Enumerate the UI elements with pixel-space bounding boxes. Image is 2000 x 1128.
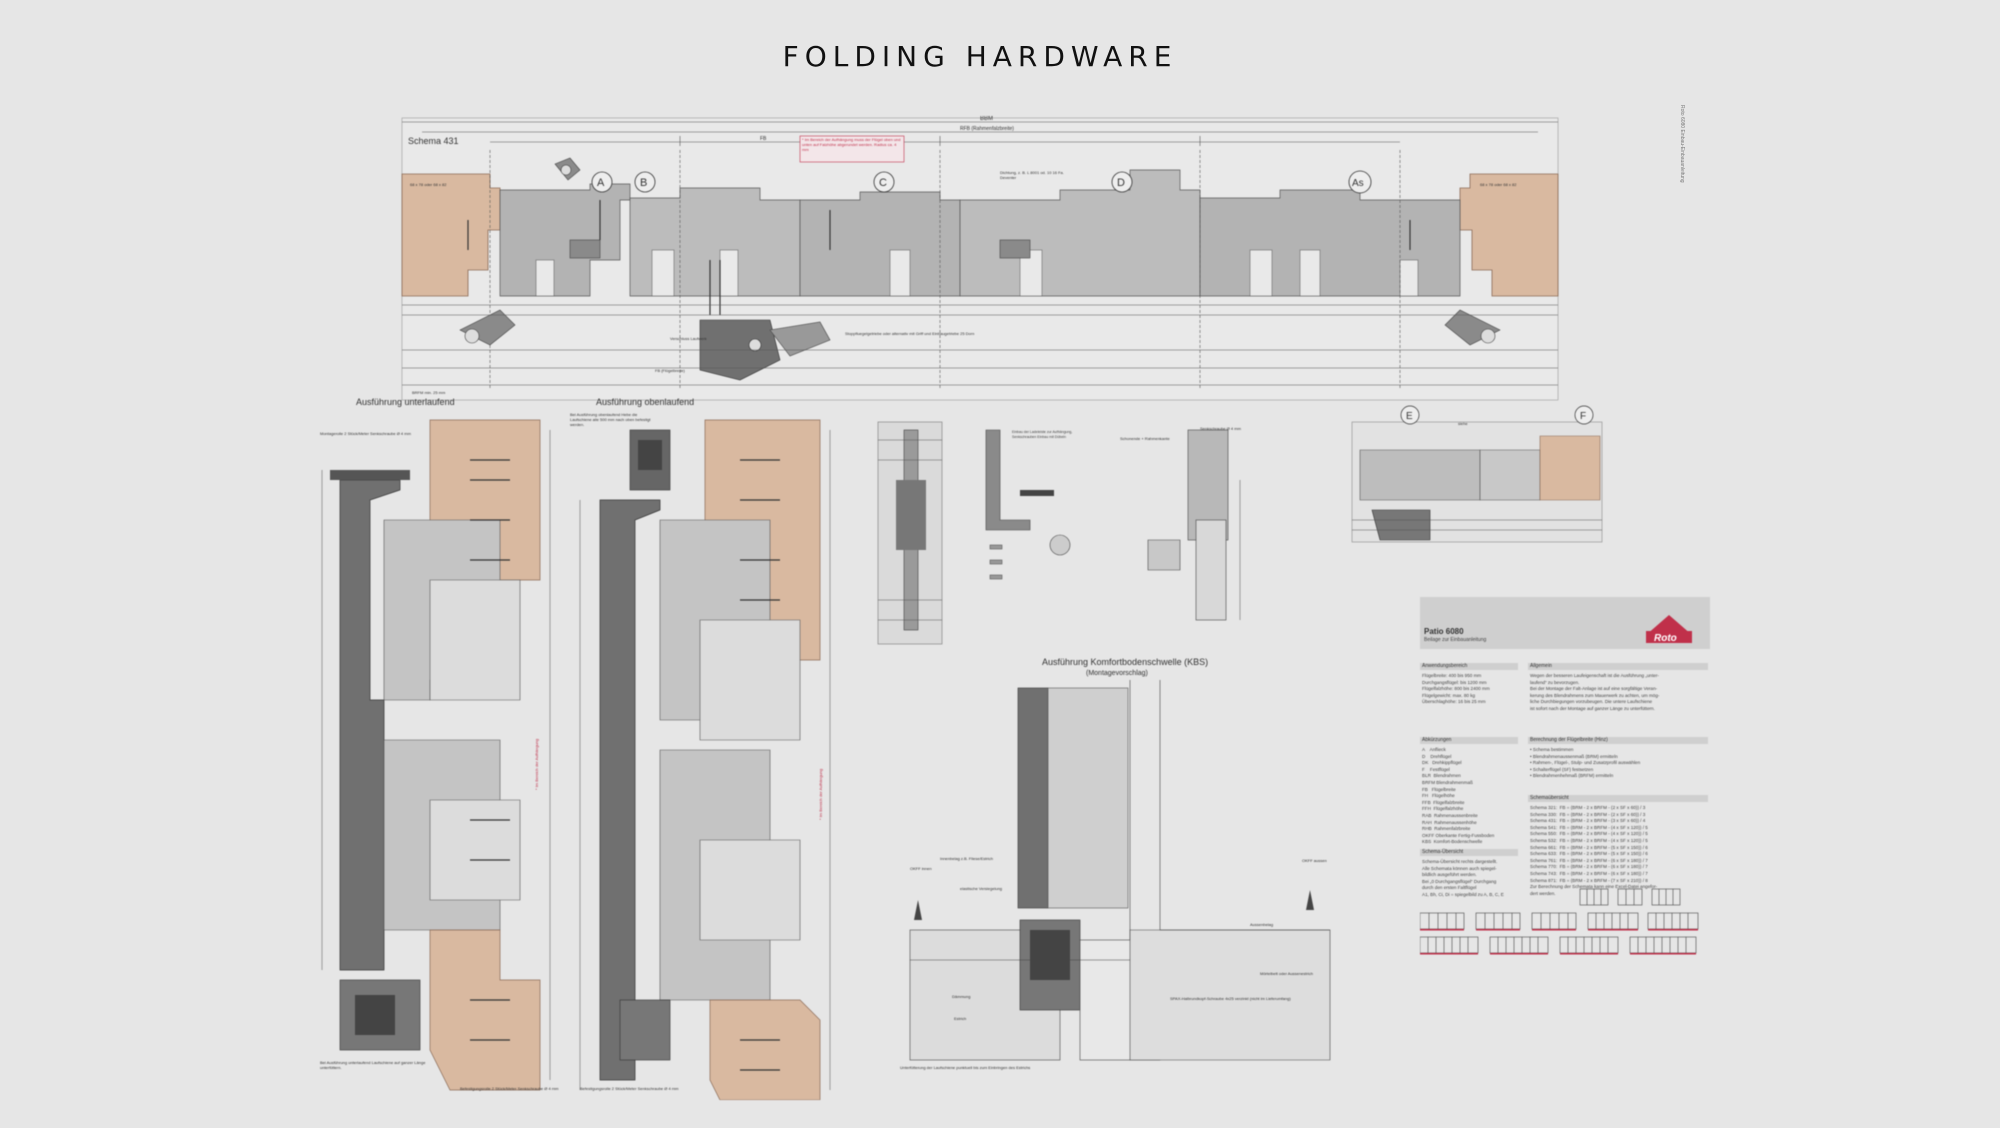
section-obenlaufend: Ausführung obenlaufend Bei Ausführung ob… — [570, 397, 831, 1100]
marker-b: B — [634, 171, 656, 193]
drawing-canvas: BBM RFB (Rahmenfalzbreite) FB Schema 431… — [320, 116, 1603, 1100]
daemmung-label: Dämmung — [952, 994, 970, 999]
verschluss-label: Verschluss Laufwerk — [670, 336, 707, 341]
detail-e-f: E F siehe — [1351, 405, 1603, 543]
schema-thumb-532 — [1531, 912, 1577, 930]
abkuerzungen-text: A Anflieck D Drehflügel DK Drehkippflüge… — [1422, 747, 1495, 845]
heading-obenlaufend: Ausführung obenlaufend — [596, 397, 694, 407]
schema-thumb-761 — [1420, 936, 1479, 954]
bbm-min-label: BRFM min. 25 mm — [412, 390, 446, 395]
montage-left-label: Montagerolle 2 Stück/Meter Senkschraube … — [320, 431, 412, 436]
section-schemauebersicht: Schemaübersicht — [1528, 795, 1708, 802]
schema-formulas: Schema 321: FB = (BRM - 2 x BRFM - (2 x … — [1530, 805, 1658, 896]
section-abkuerzungen: Abkürzungen — [1420, 737, 1518, 744]
section-anwendung: Anwendungsbereich — [1420, 663, 1518, 670]
schema-thumb-431 — [1651, 888, 1681, 906]
kbs-note: Unterfütterung der Laufschiene punktuell… — [900, 1065, 1031, 1070]
innenbelag-label: Innenbelag z.B. Fliese/Estrich — [940, 856, 993, 861]
schema-label: Schema 431 — [408, 136, 459, 146]
section-kbs: Ausführung Komfortbodenschwelle (KBS) (M… — [900, 657, 1331, 1070]
aussenbelag-label: Aussenbelag — [1250, 922, 1273, 927]
heading-kbs: Ausführung Komfortbodenschwelle (KBS) — [1042, 657, 1208, 667]
marker-a: A — [591, 171, 613, 193]
dim-rfb-label: RFB (Rahmenfalzbreite) — [960, 126, 1014, 132]
mineral-label: Mörtelbett oder Aussenestrich — [1260, 971, 1313, 976]
montage-right-label-a: Befestigungsrolle 2 Stück/Meter Senkschr… — [460, 1086, 559, 1091]
schema-thumbnails — [1420, 888, 1699, 955]
heading-kbs-sub: (Montagevorschlag) — [1086, 670, 1148, 677]
heading-unterlaufend: Ausführung unterlaufend — [356, 397, 455, 407]
page-title: FOLDING HARDWARE — [782, 40, 1178, 73]
section-schema-uebersicht: Schema-Übersicht — [1420, 849, 1518, 856]
svg-text:C: C — [879, 177, 887, 189]
svg-text:* Im Bereich der Aufhängung: * Im Bereich der Aufhängung — [534, 739, 539, 790]
legend-panel: Patio 6080 Beilage zur Einbauanleitung R… — [1420, 597, 1710, 957]
brand-header: Patio 6080 Beilage zur Einbauanleitung R… — [1420, 597, 1710, 649]
schonende-label: Schonende + Rahmenkante — [1120, 436, 1170, 441]
svg-text:D: D — [1117, 177, 1125, 189]
fb-fluegelbreite-label: FB (Flügelbreite) — [655, 368, 685, 373]
section-berechnung: Berechnung der Flügelbreite (Hinz) — [1528, 737, 1708, 744]
senkschraube-label: Senkschraube Ø 4 mm — [1200, 426, 1242, 431]
schema-thumb-871 — [1629, 936, 1697, 954]
svg-text:* Im Bereich der Aufhängung: * Im Bereich der Aufhängung — [818, 769, 823, 820]
svg-text:Roto: Roto — [1654, 633, 1677, 644]
svg-text:As: As — [1352, 178, 1364, 189]
schema-thumb-661 — [1587, 912, 1639, 930]
product-subtitle: Beilage zur Einbauanleitung — [1424, 637, 1487, 643]
section-allgemein: Allgemein — [1528, 663, 1708, 670]
section-markers: A B C D As — [591, 170, 1372, 194]
marker-d: D — [1111, 171, 1133, 193]
detail-frame-edge: Schonende + Rahmenkante Senkschraube Ø 4… — [1120, 426, 1242, 621]
product-name: Patio 6080 — [1424, 627, 1464, 636]
anwendung-text: Flügelbreite: 400 bis 950 mm Durchgangsf… — [1422, 673, 1490, 705]
oeff-innen-label: OKFF innen — [910, 866, 932, 871]
schema-thumb-550 — [1475, 912, 1521, 930]
section-unterlaufend: Ausführung unterlaufend — [320, 397, 559, 1091]
wood-frame-left — [401, 173, 501, 297]
svg-text:B: B — [640, 177, 647, 189]
marker-as: As — [1348, 170, 1372, 194]
note-obenlaufend: Bei Ausführung obenlaufend Hebe die Lauf… — [570, 412, 651, 427]
svg-text:A: A — [597, 177, 605, 189]
dim-bbm-label: BBM — [980, 116, 993, 122]
roto-logo-icon: Roto — [1646, 615, 1692, 644]
wood-size-left: 68 x 78 oder 68 x 82 — [410, 182, 447, 187]
montage-right-label-b: Befestigungsrolle 2 Stück/Meter Senkschr… — [580, 1086, 679, 1091]
note-e-label: siehe — [1458, 421, 1468, 426]
wood-frame-right — [1459, 173, 1559, 297]
berechnung-text: • Schema bestimmen • Blendrahmenaussenma… — [1530, 747, 1641, 779]
schema-uebersicht-text: Schema-Übersicht rechts dargestellt. All… — [1422, 859, 1504, 897]
detail-rail-closeup — [877, 421, 943, 645]
wood-size-right: 68 x 78 oder 68 x 82 — [1480, 182, 1517, 187]
detail-accessory-parts: Einbau der Ladeleiste zur Aufhängung, Se… — [985, 429, 1072, 580]
schema-thumb-321 — [1579, 888, 1609, 906]
sash-profile-c — [799, 191, 961, 297]
allgemein-text: Wegen der besseren Laufeigenschaft ist d… — [1530, 673, 1660, 711]
schema-thumb-330 — [1617, 888, 1643, 906]
note-unterlaufend: Bei Ausführung unterlaufend Laufschiene … — [320, 1060, 426, 1070]
elast-label: elastische Versiegelung — [960, 886, 1002, 891]
schema-thumb-743 — [1559, 936, 1619, 954]
red-note-top: * Im Bereich der Aufhängung muss der Flü… — [802, 137, 901, 152]
estrich-label: Estrich — [954, 1016, 966, 1021]
marker-e: E — [1406, 411, 1413, 422]
stopp-label: Stoppfluegelgetriebe oder alternativ mit… — [845, 331, 974, 336]
dichtung-note: Dichtung, z. B. L 8001 od. 10 16 Fa. Dev… — [1000, 170, 1064, 180]
technical-drawing: BBM RFB (Rahmenfalzbreite) FB Schema 431… — [300, 100, 1720, 1100]
top-section-plan: BBM RFB (Rahmenfalzbreite) FB Schema 431… — [401, 116, 1559, 401]
sgw-label: SPAX-Halbrundkopf-Schraube 4x25 verzinkt… — [1170, 996, 1291, 1001]
sash-profile-as — [1199, 189, 1461, 297]
marker-c: C — [873, 171, 895, 193]
dim-fb-label: FB — [760, 136, 767, 142]
schema-thumb-541 — [1420, 912, 1465, 930]
sash-profile-a — [499, 183, 631, 297]
schema-thumb-770 — [1489, 936, 1549, 954]
oeff-aussen-label: OKFF aussen — [1302, 858, 1327, 863]
marker-f: F — [1580, 411, 1586, 422]
schema-thumb-633 — [1647, 912, 1699, 930]
